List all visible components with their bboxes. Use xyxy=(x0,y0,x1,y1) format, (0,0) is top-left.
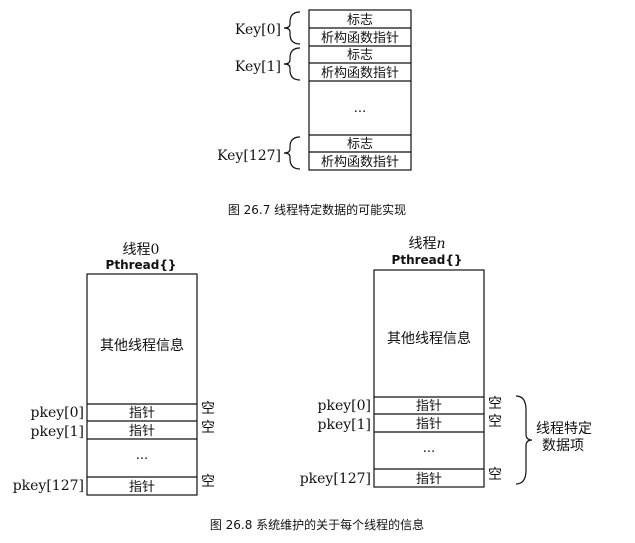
threadn-diagram: 线程n Pthread{} 其他线程信息 指针 指针 ... 指针 pkey[0… xyxy=(300,236,592,488)
destructor-cell-127: 析构函数指针 xyxy=(321,155,399,170)
thread-specific-data-label-line2: 数据项 xyxy=(542,438,584,454)
key1-brace xyxy=(283,47,301,81)
flag-cell-1: 标志 xyxy=(347,48,373,63)
threadn-pkey-label-0: pkey[0] xyxy=(318,398,371,414)
thread0-title: 线程0 xyxy=(123,242,160,258)
ellipsis-cell: ... xyxy=(354,101,366,116)
thread0-struct-name: Pthread{} xyxy=(106,258,177,272)
threadn-other-info: 其他线程信息 xyxy=(387,330,471,347)
key0-brace xyxy=(283,11,301,45)
thread0-struct-frame xyxy=(86,273,198,496)
thread0-pkey-label-1: pkey[1] xyxy=(31,424,84,440)
thread0-pointer-cell-0: 指针 xyxy=(129,406,155,421)
threadn-struct-frame xyxy=(373,269,485,488)
destructor-cell-0: 析构函数指针 xyxy=(321,31,399,46)
key-label-127: Key[127] xyxy=(217,148,281,164)
threadn-null-1: 空 xyxy=(488,414,502,430)
key-label-0: Key[0] xyxy=(235,22,281,38)
key-label-1: Key[1] xyxy=(235,59,281,75)
thread-specific-data-brace xyxy=(515,395,533,485)
thread0-other-info: 其他线程信息 xyxy=(100,337,184,354)
thread0-pointer-cell-127: 指针 xyxy=(129,480,155,495)
flag-cell-127: 标志 xyxy=(347,137,373,152)
threadn-pointer-cell-0: 指针 xyxy=(416,399,442,414)
threadn-null-127: 空 xyxy=(488,467,502,483)
threadn-null-0: 空 xyxy=(488,396,502,412)
threadn-pointer-cell-127: 指针 xyxy=(416,472,442,487)
flag-cell-0: 标志 xyxy=(347,13,373,28)
threadn-pkey-label-1: pkey[1] xyxy=(318,417,371,433)
thread0-null-1: 空 xyxy=(201,420,215,436)
threadn-pointer-cell-1: 指针 xyxy=(416,417,442,432)
figure-26-8-caption: 图 26.8 系统维护的关于每个线程的信息 xyxy=(210,517,424,532)
threadn-title: 线程n xyxy=(408,236,445,252)
thread0-diagram: 线程0 Pthread{} 其他线程信息 指针 指针 ... 指针 pkey[0… xyxy=(13,242,215,496)
figure-26-7-caption: 图 26.7 线程特定数据的可能实现 xyxy=(228,202,406,217)
threadn-ellipsis-cell: ... xyxy=(423,441,435,456)
key-array-diagram: 标志 析构函数指针 标志 析构函数指针 ... 标志 析构函数指针 Key[0]… xyxy=(217,9,412,217)
thread0-ellipsis-cell: ... xyxy=(136,448,148,463)
thread-specific-data-label-line1: 线程特定 xyxy=(536,421,592,437)
thread0-null-127: 空 xyxy=(201,474,215,490)
threadn-pkey-label-127: pkey[127] xyxy=(300,471,371,487)
thread0-null-0: 空 xyxy=(201,401,215,417)
threadn-struct-name: Pthread{} xyxy=(392,253,463,267)
key127-brace xyxy=(283,136,301,170)
destructor-cell-1: 析构函数指针 xyxy=(321,66,399,81)
key-array-frame xyxy=(308,9,412,171)
thread0-pkey-label-127: pkey[127] xyxy=(13,478,84,494)
thread0-pointer-cell-1: 指针 xyxy=(129,424,155,439)
thread0-pkey-label-0: pkey[0] xyxy=(31,405,84,421)
